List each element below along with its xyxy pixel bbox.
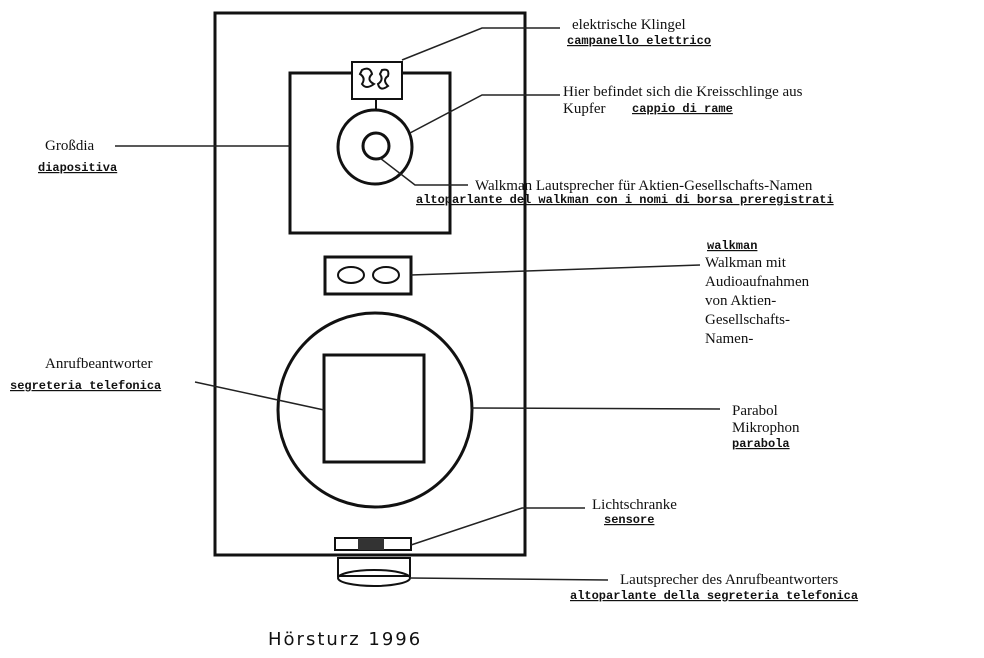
sensor-icon xyxy=(334,537,412,551)
label-walkman-speaker-de: Walkman Lautsprecher für Aktien-Gesellsc… xyxy=(475,178,813,194)
label-answering-machine-it: segreteria telefonica xyxy=(10,379,161,393)
copper-loop-circle xyxy=(336,108,414,186)
label-copper-loop-de-2: Kupfer xyxy=(563,101,605,117)
answering-machine-box xyxy=(322,353,426,464)
am-speaker-icon xyxy=(337,557,411,587)
label-am-speaker-it: altoparlante della segreteria telefonica xyxy=(570,589,858,603)
bell-icon xyxy=(351,61,403,110)
label-sensor-de: Lichtschranke xyxy=(592,497,677,513)
leader-bell xyxy=(401,27,560,61)
label-walkman-de-4: Gesellschafts- xyxy=(705,312,790,328)
label-walkman-speaker-it: altoparlante del walkman con i nomi di b… xyxy=(416,193,834,207)
label-walkman-de-2: Audioaufnahmen xyxy=(705,274,810,290)
label-walkman-it: walkman xyxy=(707,239,757,253)
leader-sensor xyxy=(410,507,585,546)
leader-am-speaker xyxy=(409,577,609,581)
leader-parabola xyxy=(471,407,721,410)
label-parabola-de-1: Parabol xyxy=(732,403,778,419)
label-parabola-it: parabola xyxy=(732,437,790,451)
label-walkman-de-3: von Aktien- xyxy=(705,293,776,309)
label-slide-it: diapositiva xyxy=(38,161,117,175)
label-copper-loop-it: cappio di rame xyxy=(632,102,733,116)
outer-panel xyxy=(213,11,527,557)
label-bell-it: campanello elettrico xyxy=(567,34,711,48)
label-copper-loop-de-1: Hier befindet sich die Kreisschlinge aus xyxy=(563,84,803,100)
walkman-speaker-circle xyxy=(361,131,391,161)
label-walkman-de-1: Walkman mit xyxy=(705,255,787,271)
leader-copper-loop xyxy=(409,94,560,134)
label-walkman-de-5: Namen- xyxy=(705,331,753,347)
leader-walkman xyxy=(410,264,701,276)
label-bell-de: elektrische Klingel xyxy=(572,17,686,33)
label-answering-machine-de: Anrufbeantworter xyxy=(45,356,152,372)
label-slide-de: Großdia xyxy=(45,138,94,154)
leader-answering-machine xyxy=(194,381,325,411)
parabola-circle xyxy=(276,311,474,509)
label-parabola-de-2: Mikrophon xyxy=(732,420,800,436)
label-am-speaker-de: Lautsprecher des Anrufbeantworters xyxy=(620,572,838,588)
diagram-title: Hörsturz 1996 xyxy=(268,629,422,650)
walkman-icon xyxy=(323,255,413,296)
leader-walkman-speaker xyxy=(379,157,468,186)
label-sensor-it: sensore xyxy=(604,513,654,527)
